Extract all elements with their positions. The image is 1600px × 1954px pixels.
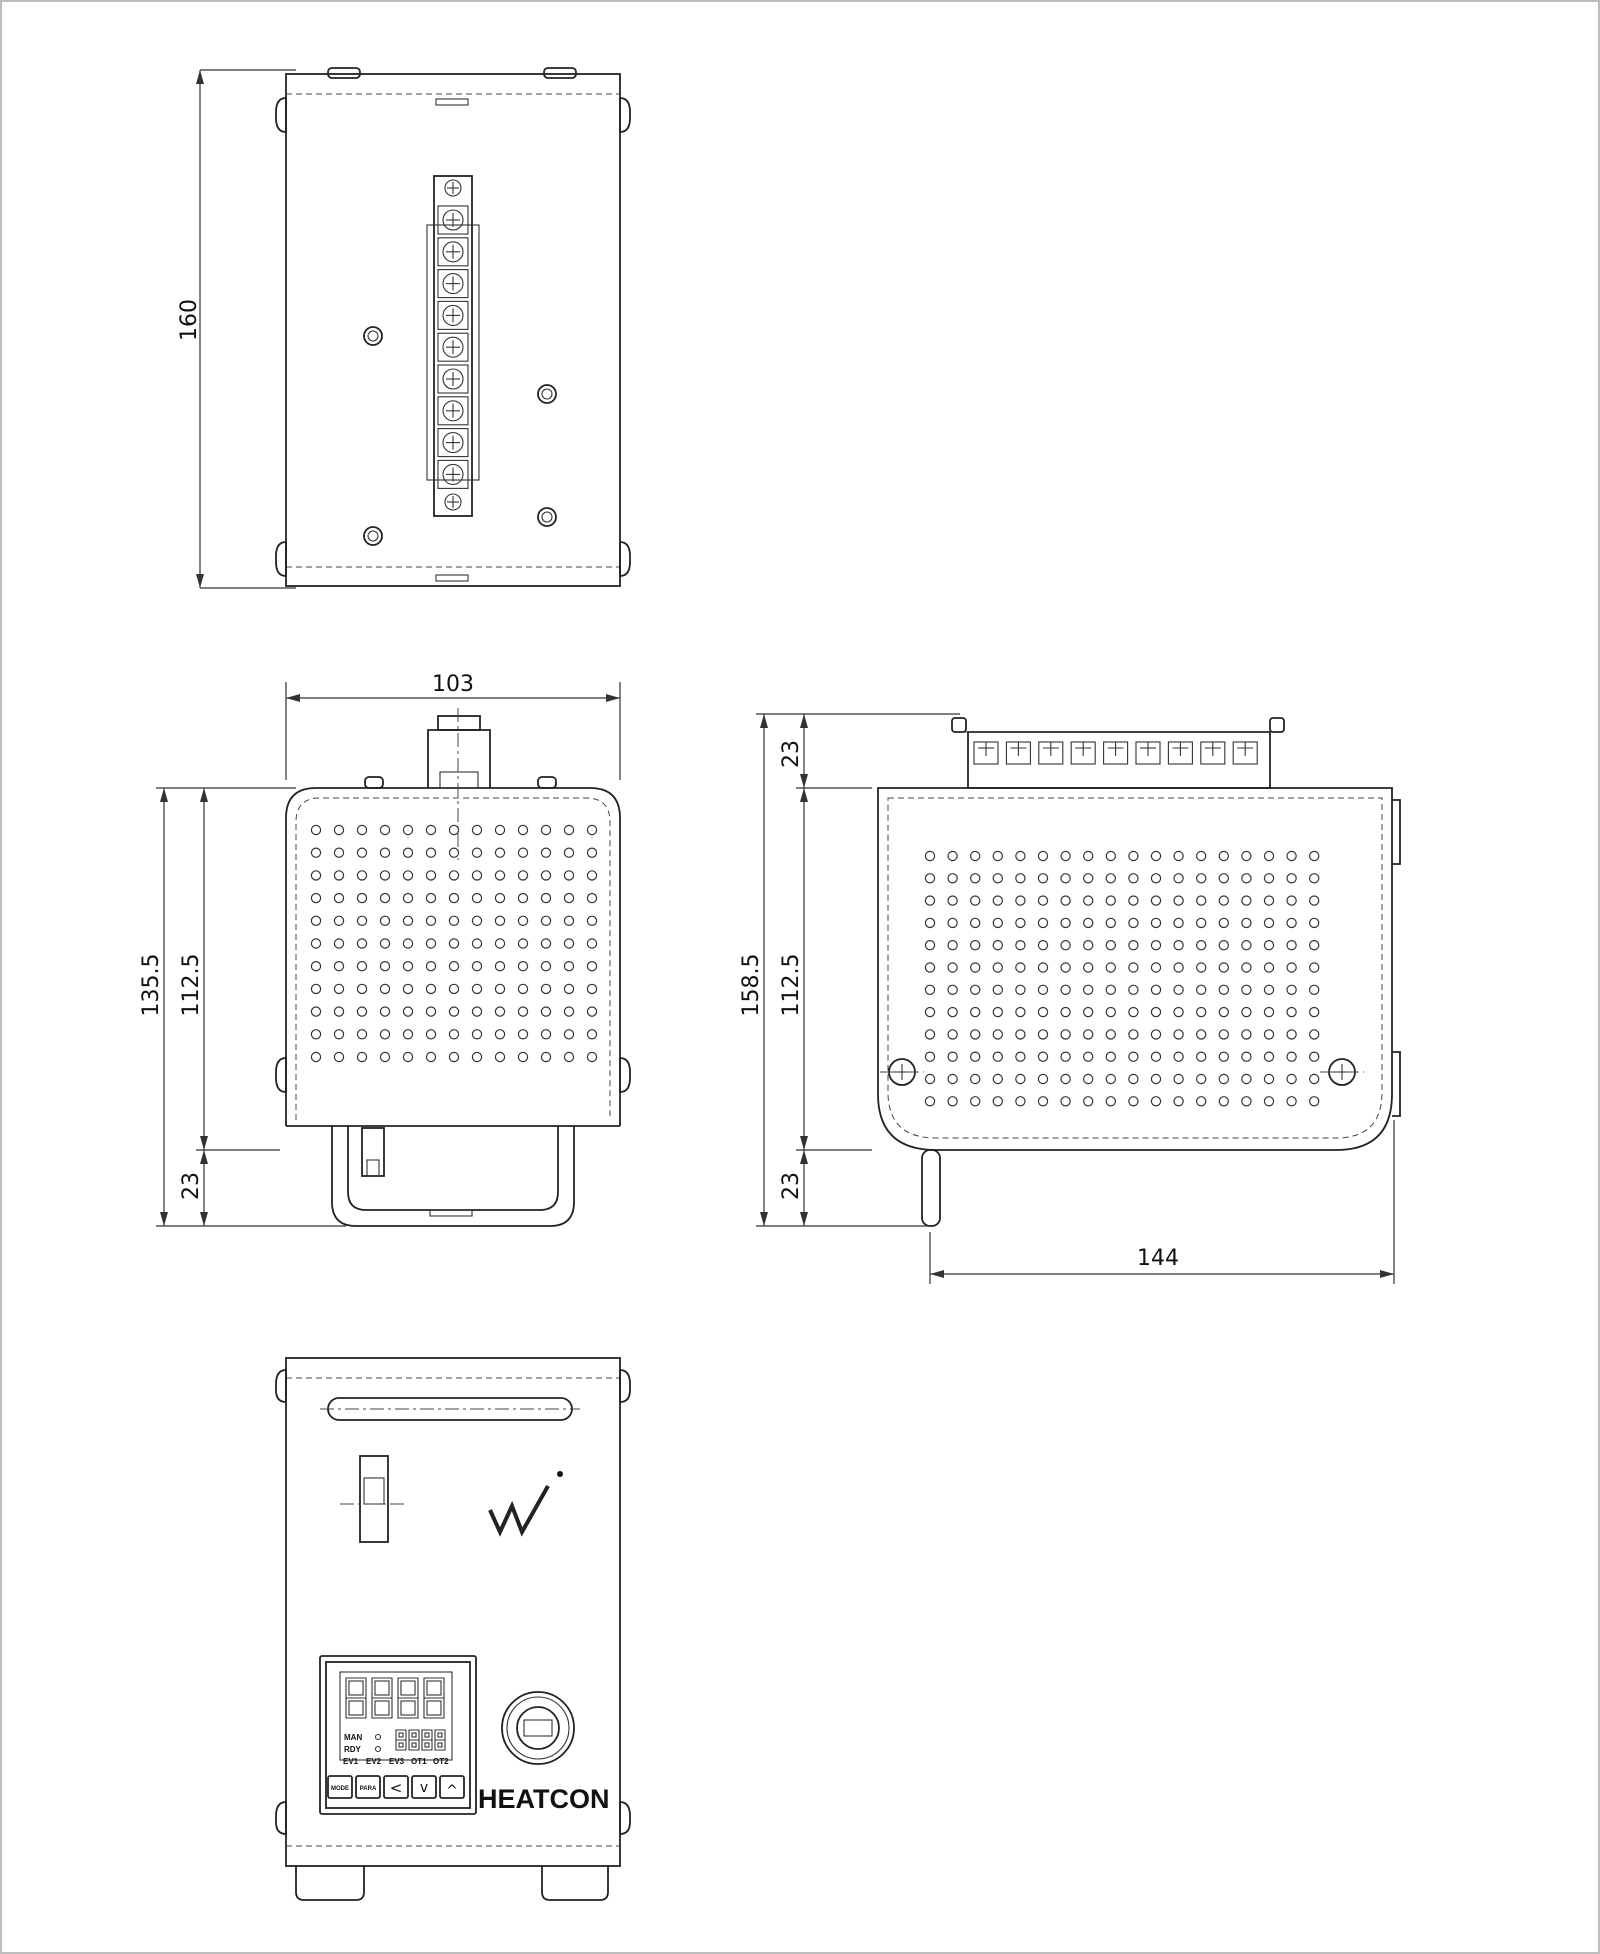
power-switch[interactable] bbox=[359, 1455, 389, 1543]
dim-top-height: 160 bbox=[177, 299, 202, 341]
dim-side-body-height: 112.5 bbox=[779, 954, 804, 1017]
left-button[interactable]: < bbox=[383, 1775, 409, 1799]
down-button[interactable]: v bbox=[411, 1775, 437, 1799]
vent-holes bbox=[924, 850, 1320, 1107]
brand-name: HEATCON bbox=[478, 1784, 610, 1814]
top-view: 160 bbox=[177, 67, 631, 589]
dim-front-width: 103 bbox=[432, 672, 474, 697]
dim-side-terminal-height: 23 bbox=[779, 740, 804, 768]
panel-outline bbox=[285, 1357, 621, 1867]
vent-holes bbox=[310, 824, 598, 1063]
svg-text:PARA: PARA bbox=[360, 1786, 377, 1792]
dim-side-leg-height: 23 bbox=[779, 1172, 804, 1200]
foot-icon bbox=[619, 97, 631, 133]
foot-icon bbox=[619, 541, 631, 577]
indicator-ot1: OT1 bbox=[411, 1757, 427, 1766]
screw-icon bbox=[363, 526, 383, 546]
mode-button[interactable]: MODE bbox=[327, 1775, 353, 1799]
indicator-ev3: EV3 bbox=[389, 1757, 405, 1766]
para-button[interactable]: PARA bbox=[355, 1775, 381, 1799]
indicator-ev1: EV1 bbox=[343, 1757, 359, 1766]
dim-front-total-height: 135.5 bbox=[139, 954, 164, 1017]
dim-front-handle-height: 23 bbox=[179, 1172, 204, 1200]
svg-text:v: v bbox=[420, 1780, 428, 1796]
indicator-ot2: OT2 bbox=[433, 1757, 449, 1766]
svg-text:^: ^ bbox=[446, 1783, 458, 1799]
terminal-block bbox=[426, 175, 480, 517]
foot-icon bbox=[275, 97, 287, 133]
indicator-man: MAN bbox=[344, 1733, 362, 1742]
front-view: 103 135.5 112.5 23 bbox=[139, 672, 631, 1227]
screw-icon bbox=[537, 507, 557, 527]
front-body bbox=[285, 787, 621, 1126]
dim-side-total-height: 158.5 bbox=[739, 954, 764, 1017]
top-view-outline bbox=[285, 73, 621, 587]
panel-view: MAN RDY EV1 EV2 EV3 OT1 OT2 MODE PARA < … bbox=[275, 1357, 631, 1901]
indicator-ev2: EV2 bbox=[366, 1757, 382, 1766]
controller bbox=[319, 1655, 477, 1815]
company-logo-icon bbox=[488, 1485, 550, 1537]
side-body bbox=[877, 787, 1393, 1151]
svg-text:MODE: MODE bbox=[331, 1786, 349, 1792]
screw-icon bbox=[363, 326, 383, 346]
display bbox=[339, 1671, 453, 1761]
handle bbox=[331, 1126, 575, 1227]
side-view: 158.5 23 112.5 23 144 bbox=[739, 713, 1401, 1284]
knob[interactable] bbox=[501, 1691, 575, 1765]
foot-icon bbox=[275, 541, 287, 577]
up-button[interactable]: ^ bbox=[439, 1775, 465, 1799]
side-leg bbox=[921, 1149, 941, 1227]
indicator-rdy: RDY bbox=[344, 1745, 362, 1754]
dim-front-body-height: 112.5 bbox=[179, 954, 204, 1017]
screw-icon bbox=[537, 384, 557, 404]
svg-text:<: < bbox=[390, 1779, 403, 1797]
dim-side-depth: 144 bbox=[1137, 1246, 1179, 1271]
